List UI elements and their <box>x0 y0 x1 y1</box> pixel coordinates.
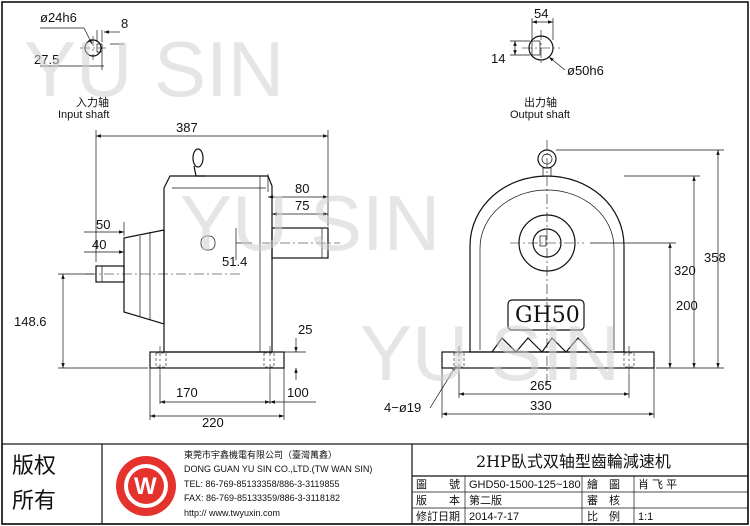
company-en: DONG GUAN YU SIN CO.,LTD.(TW WAN SIN) <box>184 464 372 474</box>
info-row: 版 本 第二版 審 核 <box>416 493 620 507</box>
info-key: 繪 圖 <box>587 477 620 491</box>
title-block: 版权 所有 W 東莞市宇鑫機電有限公司（臺灣萬鑫） DONG GUAN YU S… <box>1 443 749 525</box>
input-dia-label: ø24h6 <box>40 10 77 25</box>
dim-320: 320 <box>674 263 696 278</box>
input-shaft-cn: 入力轴 <box>76 95 109 109</box>
dim-200: 200 <box>676 298 698 313</box>
dim-50: 50 <box>96 217 110 232</box>
output-dia-label: ø50h6 <box>567 63 604 78</box>
input-shaft-section: ø24h6 8 27.5 入力轴 Input shaft <box>34 10 128 121</box>
input-height-label: 27.5 <box>34 52 59 67</box>
dim-80: 80 <box>295 181 309 196</box>
info-key: 圖 號 <box>416 478 460 491</box>
dim-100: 100 <box>287 385 309 400</box>
info-key: 審 核 <box>587 493 620 507</box>
watermark-bottom-right: YU SIN <box>360 309 620 397</box>
side-base <box>149 351 285 369</box>
rights-line-2: 所有 <box>12 489 56 514</box>
dim-358: 358 <box>704 250 726 265</box>
dim-220: 220 <box>202 415 224 430</box>
side-view: 387 80 75 50 40 51.4 148.6 25 170 <box>14 120 340 430</box>
dim-330: 330 <box>530 398 552 413</box>
dim-holes: 4−ø19 <box>384 400 421 415</box>
rights-line-1: 版权 <box>12 454 56 479</box>
dim-265: 265 <box>530 378 552 393</box>
watermarks: YU SIN YU SIN YU SIN <box>24 25 620 397</box>
front-badge <box>507 299 585 331</box>
company-cn: 東莞市宇鑫機電有限公司（臺灣萬鑫） <box>184 449 337 460</box>
dim-51-4: 51.4 <box>222 254 247 269</box>
side-adaptor <box>123 229 165 325</box>
front-view: GH50 265 330 4−ø19 200 320 <box>384 140 726 418</box>
output-shaft-en: Output shaft <box>510 109 570 121</box>
info-key: 比 例 <box>587 509 620 523</box>
logo-letter: W <box>134 473 157 500</box>
info-row: 圖 號 GHD50-1500-125~180 繪 圖 肖 飞 平 <box>416 477 677 491</box>
watermark-top-left: YU SIN <box>24 25 284 113</box>
front-base <box>441 351 655 369</box>
info-row: 修訂日期 2014-7-17 比 例 1:1 <box>416 509 653 523</box>
output-shaft-cn: 出力轴 <box>524 95 557 109</box>
dim-387: 387 <box>176 120 198 135</box>
info-key: 版 本 <box>416 493 460 507</box>
info-value: 2014-7-17 <box>469 511 519 523</box>
dim-25: 25 <box>298 322 312 337</box>
output-width-label: 54 <box>534 6 548 21</box>
side-lifting-eye <box>192 148 204 168</box>
company-logo: W <box>116 456 176 516</box>
info-value: GHD50-1500-125~180 <box>469 479 581 491</box>
company-tel: TEL: 86-769-85133358/886-3-3119855 <box>184 479 339 489</box>
output-shaft-section: 54 14 ø50h6 出力轴 Output shaft <box>491 6 604 121</box>
info-value: 1:1 <box>638 511 653 523</box>
info-value: 肖 飞 平 <box>638 477 677 491</box>
front-badge-text: GH50 <box>515 303 580 328</box>
output-key-label: 14 <box>491 51 505 66</box>
input-key-label: 8 <box>121 16 128 31</box>
dim-170: 170 <box>176 385 198 400</box>
info-value: 第二版 <box>469 493 502 507</box>
dim-75: 75 <box>295 198 309 213</box>
company-web: http:// www.twyuxin.com <box>184 508 280 518</box>
dim-40: 40 <box>92 237 106 252</box>
dim-148-6: 148.6 <box>14 314 47 329</box>
company-fax: FAX: 86-769-85133359/886-3-3118182 <box>184 493 340 503</box>
drawing-title: 2HP臥式双轴型齒輪減速机 <box>476 452 671 471</box>
watermark-center: YU SIN <box>180 179 440 267</box>
info-key: 修訂日期 <box>416 509 460 523</box>
input-shaft-en: Input shaft <box>58 109 109 121</box>
